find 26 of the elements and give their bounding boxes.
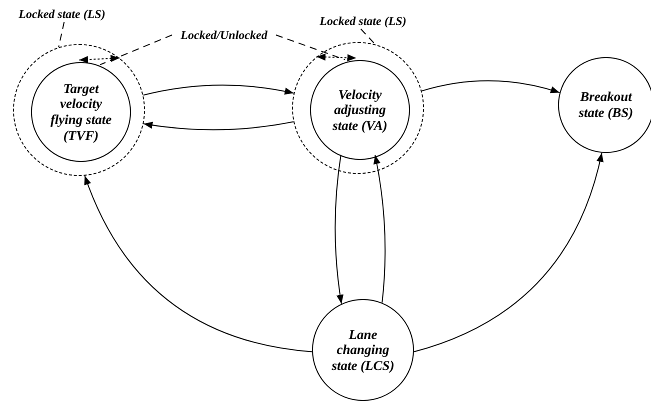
- annotation-label: Locked/Unlocked: [172, 27, 276, 43]
- locked-state-ring: [13, 44, 145, 176]
- transition-arrow: [84, 175, 313, 352]
- state-label: Lane changing state (LCS): [330, 326, 396, 374]
- transition-arrow: [143, 121, 294, 130]
- state-circle: [558, 57, 651, 153]
- state-label: Velocity adjusting state (VA): [332, 86, 388, 134]
- state-circle: [310, 60, 410, 160]
- locked-state-ring: [292, 42, 424, 174]
- transition-arrow: [421, 80, 560, 94]
- double-arrow: [78, 54, 120, 64]
- state-label: Breakout state (BS): [578, 89, 634, 121]
- state-label: Target velocity flying state (TVF): [49, 80, 113, 144]
- transition-arrow: [142, 84, 294, 96]
- leader-line: [360, 28, 376, 45]
- leader-line: [276, 34, 346, 60]
- transition-arrow: [334, 154, 344, 304]
- leader-line: [58, 22, 65, 48]
- double-arrow: [316, 53, 357, 62]
- transition-arrow: [413, 152, 604, 352]
- state-circle: [31, 62, 131, 162]
- state-circle: [312, 299, 414, 401]
- leader-line: [100, 34, 172, 66]
- transition-arrow: [373, 154, 386, 304]
- annotation-label: Locked state (LS): [307, 13, 419, 29]
- annotation-label: Locked state (LS): [6, 6, 118, 22]
